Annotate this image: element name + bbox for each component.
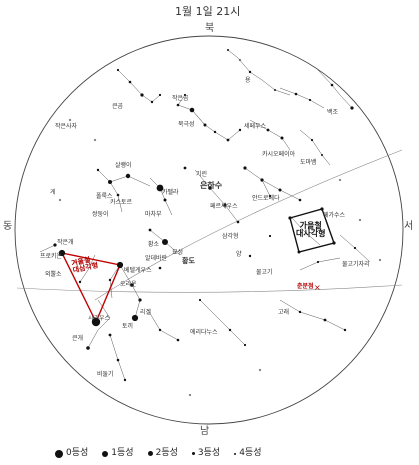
direction-east: 동 bbox=[3, 221, 13, 232]
label-giraffe: 기린 bbox=[196, 171, 208, 178]
label-autumn-square: 가을철 대사각형 bbox=[296, 221, 326, 238]
legend-dot-3 bbox=[191, 452, 195, 455]
label-little-dipper: 작은곰 bbox=[172, 95, 189, 102]
chart-datetime: 1월 1일 21시 bbox=[175, 5, 241, 18]
label-eridanus: 에리다누스 bbox=[190, 329, 218, 336]
legend-dot-2 bbox=[147, 451, 153, 456]
legend-dot-1 bbox=[102, 450, 109, 457]
direction-south: 남 bbox=[200, 426, 210, 437]
label-taurus: 황소 bbox=[148, 241, 160, 248]
label-milky-way: 은하수 bbox=[200, 181, 223, 190]
label-crab: 게 bbox=[50, 189, 56, 196]
label-draco: 용 bbox=[245, 77, 251, 84]
label-perseus: 페르세우스 bbox=[210, 203, 238, 210]
label-pleiades: 묘성 bbox=[172, 249, 184, 256]
label-pigeon: 비둘기 bbox=[97, 371, 114, 378]
label-sirius: 시리우스 bbox=[88, 315, 111, 322]
label-lizard: 도마뱀 bbox=[300, 159, 317, 166]
label-canis-major: 큰개 bbox=[72, 335, 84, 342]
label-aldebaran: 알데바란 bbox=[145, 255, 168, 262]
label-pisces: 물고기 bbox=[256, 269, 273, 276]
label-cetus: 고래 bbox=[278, 309, 290, 316]
label-orion: 오리온 bbox=[120, 281, 137, 288]
legend-label: 4등성 bbox=[239, 448, 262, 458]
label-aries: 양 bbox=[236, 251, 242, 258]
label-ecliptic: 황도 bbox=[182, 257, 195, 265]
legend-item: 3등성 bbox=[191, 448, 221, 458]
legend-label: 0등성 bbox=[66, 448, 89, 458]
legend-item: 0등성 bbox=[55, 449, 88, 458]
star-field bbox=[53, 49, 357, 382]
label-cassiopeia: 카시오페이아 bbox=[262, 151, 296, 158]
magnitude-legend: 0등성 1등성 2등성 3등성 4등성 bbox=[55, 449, 261, 458]
label-lynx: 살쾡이 bbox=[115, 162, 132, 169]
label-rigel: 리겔 bbox=[140, 309, 152, 316]
label-castor: 카스토르 bbox=[110, 199, 133, 206]
horizon-circle bbox=[14, 35, 404, 425]
equinox-marker: × bbox=[314, 283, 321, 292]
label-auriga: 마차부 bbox=[145, 211, 162, 218]
legend-item: 4등성 bbox=[234, 449, 261, 458]
direction-north: 북 bbox=[205, 23, 215, 34]
legend-label: 2등성 bbox=[155, 448, 178, 458]
label-procyon: 프로키온 bbox=[40, 253, 63, 260]
label-big-dipper: 큰곰 bbox=[112, 103, 124, 110]
legend-label: 3등성 bbox=[197, 448, 221, 458]
label-andromeda: 안드로메다 bbox=[252, 195, 280, 202]
legend-dot-4 bbox=[234, 452, 237, 455]
ecliptic-line bbox=[94, 149, 403, 301]
label-monoceros: 외뿔소 bbox=[45, 271, 62, 278]
legend-item: 2등성 bbox=[147, 448, 178, 458]
label-spring-equinox: 춘분점 bbox=[297, 283, 314, 290]
legend-label: 1등성 bbox=[111, 448, 134, 458]
label-pegasus: 페가수스 bbox=[323, 212, 346, 219]
label-gemini: 쌍둥이 bbox=[92, 211, 109, 218]
label-cepheus: 세페우스 bbox=[244, 123, 267, 130]
faint-stars bbox=[58, 58, 382, 397]
label-leo-minor: 작은사자 bbox=[55, 123, 78, 130]
label-capella: 카펠라 bbox=[162, 189, 179, 196]
legend-dot-0 bbox=[55, 449, 63, 458]
label-whale: 물고기자리 bbox=[342, 261, 370, 268]
legend-item: 1등성 bbox=[102, 448, 134, 458]
direction-west: 서 bbox=[404, 221, 414, 232]
label-canis-minor: 작은개 bbox=[57, 239, 74, 246]
label-polaris: 북극성 bbox=[178, 121, 195, 128]
label-betelgeuse: 베텔게우스 bbox=[124, 267, 152, 274]
celestial-equator bbox=[16, 284, 403, 293]
label-triangle: 삼각형 bbox=[222, 233, 239, 240]
winter-triangle-shape bbox=[60, 252, 121, 324]
label-pollux: 폴룩스 bbox=[96, 193, 113, 200]
label-swan: 백조 bbox=[327, 109, 339, 116]
label-hare: 토끼 bbox=[122, 323, 134, 330]
